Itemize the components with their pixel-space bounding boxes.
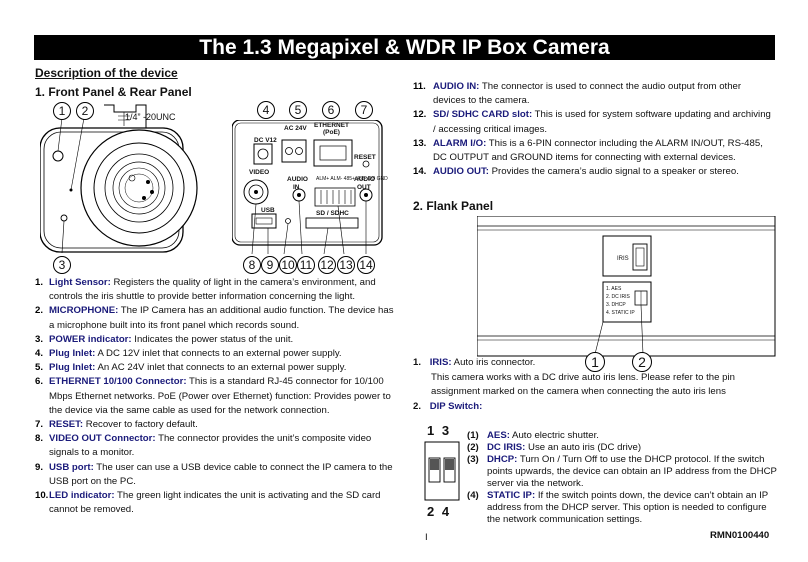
list-item: 7.RESET: Recover to factory default.: [35, 419, 198, 431]
callout-1: 1: [53, 102, 71, 120]
right-description-list: 11.AUDIO IN: The connector is used to co…: [413, 80, 775, 179]
callout-9: 9: [261, 256, 279, 274]
list-item: 3.POWER indicator: Indicates the power s…: [35, 333, 294, 345]
alarm-pin-3: 485+: [343, 176, 355, 182]
list-item: 14.AUDIO OUT: Provides the camera’s audi…: [413, 166, 739, 178]
rear-panel-diagram: [232, 120, 383, 255]
label-poe: (PoE): [323, 129, 340, 136]
callout-6: 6: [322, 101, 340, 119]
list-item: 2.MICROPHONE: The IP Camera has an addit…: [35, 305, 394, 331]
front-rear-heading: 1. Front Panel & Rear Panel: [35, 85, 192, 99]
callout-7: 7: [355, 101, 373, 119]
callout-14: 14: [357, 256, 375, 274]
dip-label-1: 1. AES: [606, 286, 622, 292]
callout-3: 3: [53, 256, 71, 274]
label-audio-out-2: OUT: [357, 184, 371, 191]
list-item: 8.VIDEO OUT Connector: The connector pro…: [35, 433, 372, 459]
left-description-list: 1.Light Sensor: Registers the quality of…: [35, 276, 395, 517]
list-item: 13.ALARM I/O: This is a 6-PIN connector …: [413, 137, 763, 164]
label-audio-out: AUDIO: [354, 176, 375, 183]
list-item: (4)STATIC IP: If the switch points down,…: [467, 490, 769, 525]
label-ac: AC 24V: [284, 125, 307, 132]
callout-12: 12: [318, 256, 336, 274]
callout-11: 11: [297, 256, 315, 274]
alarm-pin-5: DO: [367, 176, 376, 182]
label-ethernet: ETHERNET: [314, 122, 350, 129]
flank-heading: 2. Flank Panel: [413, 199, 494, 213]
list-item: 4.Plug Inlet: A DC 12V inlet that connec…: [35, 348, 342, 360]
dip-label-3: 3. DHCP: [606, 302, 626, 308]
list-item: (2)DC IRIS: Use an auto iris (DC drive): [467, 442, 642, 453]
list-item: 6.ETHERNET 10/100 Connector: This is a s…: [35, 376, 391, 416]
front-panel-diagram: [40, 104, 198, 254]
list-item: (1)AES: Auto electric shutter.: [467, 430, 599, 441]
list-item: 10.LED indicator: The green light indica…: [35, 490, 381, 516]
list-item: 1.Light Sensor: Registers the quality of…: [35, 277, 376, 303]
callout-4: 4: [257, 101, 275, 119]
callout-10: 10: [279, 256, 297, 274]
alarm-pin-1: ALM+: [316, 176, 330, 182]
list-item: 9.USB port: The user can use a USB devic…: [35, 461, 393, 487]
dip-switch-diagram: [424, 441, 460, 501]
callout-8: 8: [243, 256, 261, 274]
dip-top-label: 1 3: [427, 423, 452, 438]
dip-bottom-label: 2 4: [427, 504, 452, 519]
iris-item: 1. IRIS: Auto iris connector.: [413, 357, 536, 368]
label-audio-in-2: IN: [293, 184, 300, 191]
callout-13: 13: [337, 256, 355, 274]
dip-label-2: 2. DC IRIS: [606, 294, 630, 300]
page-number: I: [425, 532, 428, 543]
dip-switch-heading: 2. DIP Switch:: [413, 401, 483, 412]
flank-callout-2: 2: [632, 352, 652, 372]
alarm-pin-2: ALM-: [330, 176, 343, 182]
list-item: 12.SD/ SDHC CARD slot: This is used for …: [413, 109, 771, 135]
dip-options-list: (1)AES: Auto electric shutter. (2)DC IRI…: [467, 430, 777, 526]
label-sd: SD / SDHC: [316, 210, 349, 217]
description-heading: Description of the device: [35, 66, 178, 80]
label-audio-in: AUDIO: [287, 176, 308, 183]
dip-labels: 1. AES 2. DC IRIS 3. DHCP 4. STATIC IP: [606, 285, 635, 317]
label-dc: DC V12: [254, 137, 277, 144]
dip-label-4: 4. STATIC IP: [606, 310, 635, 316]
list-item: 5.Plug Inlet: An AC 24V inlet that conne…: [35, 362, 347, 374]
list-item: (3)DHCP: Turn On / Turn Off to use the D…: [467, 454, 777, 489]
thread-label: 1/4” -20UNC: [125, 112, 176, 122]
label-reset: RESET: [354, 154, 376, 161]
flank-callout-1: 1: [585, 352, 605, 372]
iris-paragraph: This camera works with a DC drive auto i…: [431, 372, 735, 397]
document-code: RMN0100440: [710, 530, 770, 541]
callout-2: 2: [76, 102, 94, 120]
list-item: 11.AUDIO IN: The connector is used to co…: [413, 81, 742, 107]
callout-5: 5: [289, 101, 307, 119]
label-video: VIDEO: [249, 169, 270, 176]
alarm-pin-6: GND: [376, 176, 388, 182]
iris-label: IRIS: [617, 256, 629, 262]
label-usb: USB: [261, 207, 275, 214]
flank-panel-diagram: [477, 216, 776, 357]
page-title: The 1.3 Megapixel & WDR IP Box Camera: [34, 35, 775, 60]
label-alarm-pins: ALM+ ALM- 485+ 485- DO GND: [316, 176, 388, 182]
alarm-pin-4: 485-: [356, 176, 367, 182]
